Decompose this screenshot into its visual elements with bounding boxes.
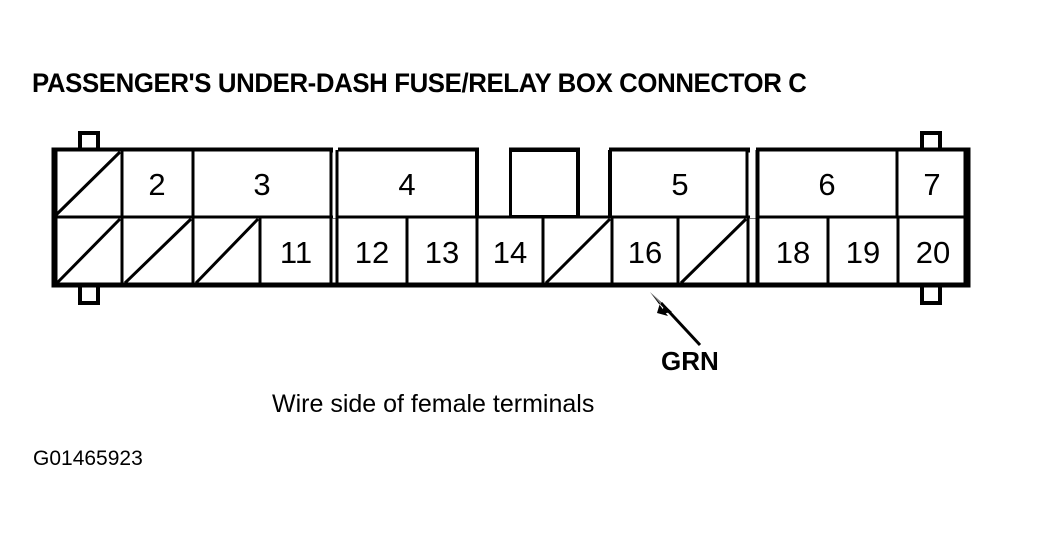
top-cell-7: 7 — [895, 148, 970, 219]
blank-slash — [194, 217, 260, 285]
cavity-number: 11 — [280, 235, 312, 270]
diagram-caption: Wire side of female terminals — [272, 390, 595, 418]
top-cell-6: 6 — [756, 148, 899, 219]
grn-callout-arrow — [650, 292, 702, 347]
blank-slash — [54, 150, 122, 217]
cavity-number: 4 — [398, 167, 415, 202]
bottom-cell-15 — [541, 215, 614, 287]
bottom-cell-11: 11 — [258, 215, 333, 287]
grn-wire-color-label: GRN — [661, 346, 719, 376]
top-cell-keyway — [508, 148, 580, 219]
bottom-left-tab — [78, 283, 100, 305]
top-cell-4: 4 — [335, 148, 479, 219]
top-row-gaps — [329, 140, 759, 218]
page-title: PASSENGER'S UNDER-DASH FUSE/RELAY BOX CO… — [32, 68, 807, 98]
cavity-number: 18 — [776, 235, 810, 270]
bottom-cell-12: 12 — [335, 215, 409, 287]
bottom-cell-14: 14 — [475, 215, 545, 287]
blank-slash — [55, 217, 122, 285]
top-cell-3: 3 — [191, 148, 333, 219]
cavity-number: 2 — [148, 167, 165, 202]
bottom-row-group: 11 12 13 14 16 — [52, 215, 970, 287]
top-cell-1 — [52, 148, 124, 219]
top-cell-2: 2 — [120, 148, 195, 219]
cavity-number: 3 — [253, 167, 270, 202]
bottom-cell-20: 20 — [896, 215, 970, 287]
top-row-group: 2 3 4 5 6 7 — [52, 148, 970, 219]
top-cell-5: 5 — [608, 148, 749, 219]
bottom-cell-17 — [676, 215, 750, 287]
figure-id-label: G01465923 — [33, 447, 143, 470]
cavity-number: 7 — [923, 167, 940, 202]
cavity-number: 12 — [355, 235, 389, 270]
cavity-number: 13 — [425, 235, 459, 270]
cavity-number: 20 — [916, 235, 950, 270]
cavity-number: 14 — [493, 235, 527, 270]
bottom-cell-18: 18 — [756, 215, 830, 287]
bottom-cell-19: 19 — [826, 215, 900, 287]
blank-slash — [544, 217, 612, 285]
bottom-cell-10 — [191, 215, 262, 287]
cavity-number: 16 — [628, 235, 662, 270]
cavity-number: 5 — [671, 167, 688, 202]
cavity-number: 19 — [846, 235, 880, 270]
bottom-cell-16: 16 — [610, 215, 680, 287]
blank-slash — [123, 217, 193, 285]
bottom-row-gaps — [329, 217, 759, 285]
bottom-cell-9 — [120, 215, 195, 287]
bottom-cell-13: 13 — [405, 215, 479, 287]
cavity-number: 6 — [818, 167, 835, 202]
bottom-right-tab — [920, 283, 942, 305]
mounting-tabs-group — [78, 131, 942, 305]
blank-slash — [679, 217, 748, 285]
bottom-cell-8 — [52, 215, 124, 287]
